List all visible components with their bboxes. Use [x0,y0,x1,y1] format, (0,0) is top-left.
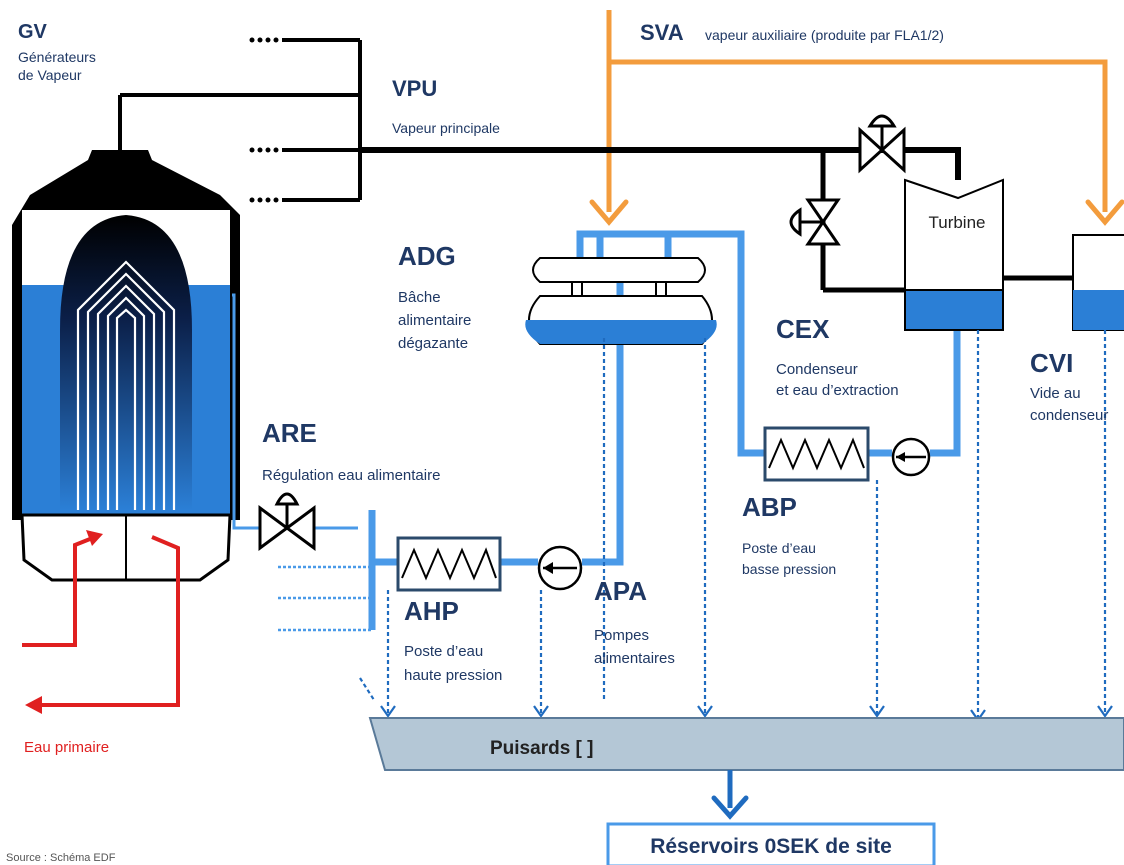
primary-arrowheads [25,530,103,714]
ahp-line1: Poste d’eau [404,643,483,660]
vpu-desc: Vapeur principale [392,120,500,136]
cvi-line1: Vide au [1030,385,1081,402]
ahp-code: AHP [404,596,459,626]
sva-arrow-deaerator [589,199,629,226]
abp-code: ABP [742,492,797,522]
apa-pump [537,545,583,591]
drain-lines [359,330,1107,720]
primary-water-label: Eau primaire [24,739,109,756]
sva-arrowheads [589,199,1124,226]
gv-line2: de Vapeur [18,67,82,83]
vpu-code: VPU [392,76,437,101]
header-dotted-lines [278,565,372,632]
sva-arrow-cvi [1085,199,1124,226]
sumps-bar [368,717,1124,771]
abp-heat-exchanger [763,426,870,482]
sumps-label: Puisards [ ] [490,738,593,759]
sva-code: SVA [640,20,684,45]
gv-code: GV [18,21,48,43]
gv-line1: Générateurs [18,49,96,65]
ahp-line2: haute pression [404,667,502,684]
adg-line1: Bâche [398,289,441,306]
turbine-bypass-valve-v [789,198,841,246]
deaerator-tank [525,257,717,345]
vpu-dots [249,37,279,203]
cvi-condenser [1072,234,1124,331]
tanks-arrow [711,770,749,820]
turbine-bypass-valve-h [858,114,906,174]
cex-pump [891,437,931,477]
apa-line2: alimentaires [594,650,675,667]
ahp-heat-exchanger [396,536,502,592]
cvi-code: CVI [1030,348,1073,378]
primary-water-lines [22,535,180,707]
sva-desc: vapeur auxiliaire (produite par FLA1/2) [705,27,944,43]
cvi-line2: condenseur [1030,407,1108,424]
are-valve [258,492,316,551]
abp-line1: Poste d’eau [742,540,816,556]
are-code: ARE [262,418,317,448]
adg-line2: alimentaire [398,312,471,329]
steam-generator [12,150,240,582]
cex-code: CEX [776,314,830,344]
abp-line2: basse pression [742,561,836,577]
apa-line1: Pompes [594,627,649,644]
feedwater-pipe-thin [232,293,358,530]
adg-code: ADG [398,241,456,271]
are-desc: Régulation eau alimentaire [262,467,440,484]
turbine-label: Turbine [928,213,985,232]
drain-arrowheads [380,705,1113,722]
cex-line2: et eau d’extraction [776,382,899,399]
source-note: Source : Schéma EDF [6,852,116,864]
turbine [904,178,1004,331]
tanks-label: Réservoirs 0SEK de site [650,835,892,858]
cex-line1: Condenseur [776,361,858,378]
tanks-box [606,822,936,865]
apa-code: APA [594,576,647,606]
adg-line3: dégazante [398,335,468,352]
feedwater-pipe-main [372,230,961,566]
sva-steam-lines [606,10,1108,212]
